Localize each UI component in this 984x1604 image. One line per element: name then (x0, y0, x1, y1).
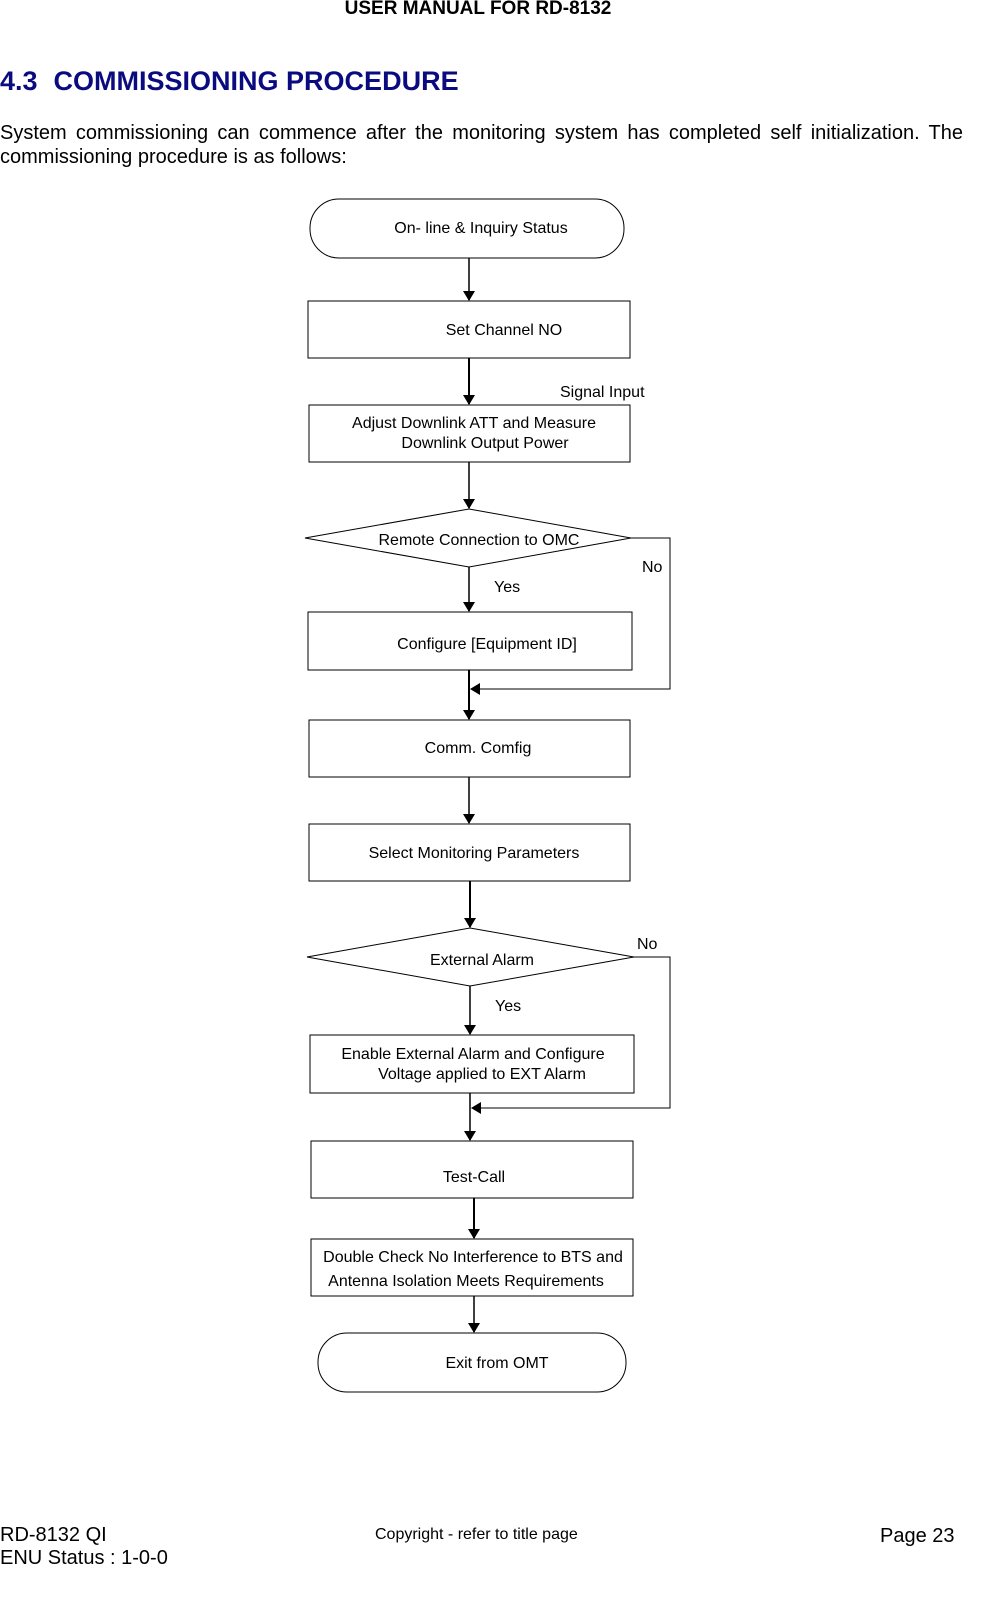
alarm-no-path (471, 956, 671, 1114)
enable-alarm-label-line2: Voltage applied to EXT Alarm (378, 1066, 586, 1083)
adjust-downlink-box (308, 404, 631, 463)
enable-alarm-box (309, 1034, 635, 1094)
adjust-downlink-label-line2: Downlink Output Power (401, 435, 569, 452)
footer-doc-id: RD-8132 QI (0, 1524, 107, 1546)
remote-connection-label: Remote Connection to OMC (379, 532, 580, 549)
start-terminal (309, 198, 625, 259)
double-check-label-line1: Double Check No Interference to BTS and (323, 1249, 623, 1266)
exit-terminal-label: Exit from OMT (445, 1355, 548, 1372)
set-channel-label: Set Channel NO (446, 322, 563, 339)
exit-terminal (317, 1332, 627, 1393)
external-alarm-label: External Alarm (430, 952, 534, 969)
select-monitoring-label: Select Monitoring Parameters (369, 845, 580, 862)
enable-alarm-label-line1: Enable External Alarm and Configure (341, 1046, 604, 1063)
double-check-label-line2: Antenna Isolation Meets Requirements (328, 1273, 604, 1290)
alarm-yes-label: Yes (495, 998, 521, 1015)
section-title: COMMISSIONING PROCEDURE (53, 66, 459, 96)
footer-status: ENU Status : 1-0-0 (0, 1547, 168, 1569)
adjust-downlink-label-line1: Adjust Downlink ATT and Measure (352, 415, 596, 432)
page-header-title: USER MANUAL FOR RD-8132 (344, 0, 612, 19)
test-call-box (310, 1140, 634, 1199)
set-channel-box (307, 300, 631, 359)
configure-equipment-label: Configure [Equipment ID] (397, 636, 577, 653)
remote-no-label: No (642, 559, 663, 576)
intro-paragraph: System commissioning can commence after … (0, 122, 963, 168)
comm-config-box (308, 719, 631, 778)
test-call-label: Test-Call (443, 1169, 505, 1186)
alarm-no-label: No (637, 936, 658, 953)
start-terminal-label: On- line & Inquiry Status (394, 220, 567, 237)
footer-page-number: Page 23 (880, 1525, 955, 1547)
remote-yes-label: Yes (494, 579, 520, 596)
remote-no-path (470, 537, 671, 695)
section-heading: 4.3 COMMISSIONING PROCEDURE (0, 66, 459, 97)
footer-copyright: Copyright - refer to title page (375, 1526, 578, 1543)
section-number: 4.3 (0, 66, 38, 96)
double-check-box (310, 1238, 634, 1297)
comm-config-label: Comm. Comfig (425, 740, 532, 757)
signal-input-label: Signal Input (560, 384, 645, 401)
configure-equipment-box (307, 611, 633, 671)
select-monitoring-box (308, 823, 631, 882)
